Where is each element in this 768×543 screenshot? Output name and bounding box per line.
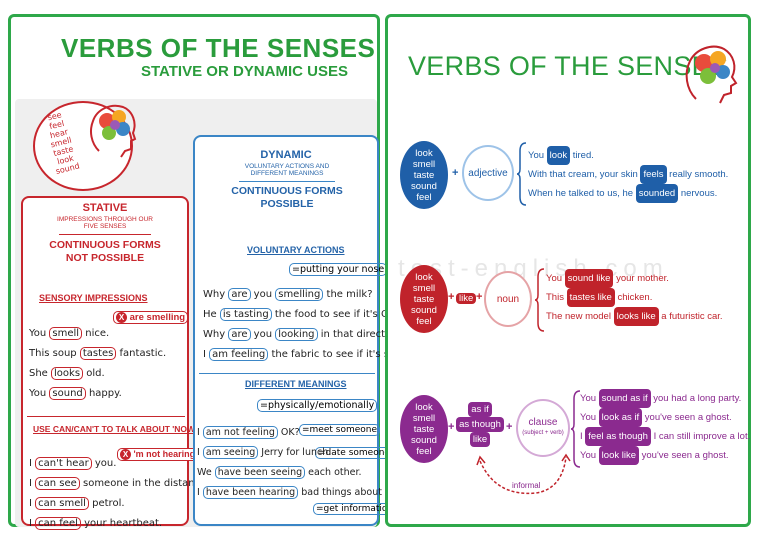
- example-line: When he talked to us, he sounded nervous…: [528, 184, 728, 203]
- dynamic-box: DYNAMIC VOLUNTARY ACTIONS AND DIFFERENT …: [193, 135, 406, 526]
- plus-sign: +: [476, 291, 483, 303]
- brain-head-icon: [685, 45, 738, 104]
- example-line: You sound happy.: [29, 387, 122, 400]
- example-line: We have been seeing each other.: [197, 466, 362, 479]
- brace-icon: [534, 268, 545, 332]
- note-putting-nose: =putting your nose: [289, 263, 388, 276]
- dynamic-sec2: DIFFERENT MEANINGS: [245, 379, 347, 389]
- clause-circle: clause (subject + verb): [516, 399, 570, 457]
- stative-examples-2: I can't hear you. I can see someone in t…: [29, 457, 210, 538]
- noun-circle: noun: [484, 271, 532, 327]
- wrong-form-2: X 'm not hearing: [117, 448, 199, 461]
- example-line: You sound as if you had a long party.: [580, 389, 750, 408]
- plus-sign: +: [448, 291, 455, 303]
- brace-icon: [516, 142, 527, 206]
- example-line: You sound like your mother.: [546, 269, 723, 288]
- informal-label: informal: [512, 481, 541, 490]
- example-line: You smell nice.: [29, 327, 110, 340]
- note-physically: =physically/emotionally: [257, 399, 378, 412]
- examples-red: You sound like your mother. This tastes …: [546, 269, 723, 326]
- example-line: I am not feeling OK?: [197, 426, 300, 439]
- stative-box: STATIVE IMPRESSIONS THROUGH OUR FIVE SEN…: [21, 196, 209, 530]
- informal-arrow-icon: [476, 453, 571, 495]
- dynamic-sec1: VOLUNTARY ACTIONS: [247, 245, 345, 255]
- adjective-circle: adjective: [462, 145, 514, 201]
- example-line: I have been hearing bad things about him…: [197, 486, 406, 499]
- stative-divider-2: [27, 416, 185, 417]
- example-line: The new model looks like a futuristic ca…: [546, 307, 723, 326]
- example-line: I can see someone in the distance.: [29, 477, 210, 490]
- example-line: I can smell petrol.: [29, 497, 125, 510]
- stative-sec2: USE CAN/CAN'T TO TALK ABOUT 'NOW': [33, 424, 198, 434]
- brain-head-icon: [90, 104, 137, 158]
- example-line: You look like you've seen a ghost.: [580, 446, 750, 465]
- plus-sign: +: [506, 421, 513, 433]
- plus-sign: +: [448, 421, 455, 433]
- example-line: You look as if you've seen a ghost.: [580, 408, 750, 427]
- dynamic-examples-2: I am not feeling OK? I am seeing Jerry f…: [197, 426, 406, 507]
- stative-title: STATIVE: [82, 202, 128, 214]
- examples-purple: You sound as if you had a long party. Yo…: [580, 389, 750, 465]
- examples-blue: You look tired. With that cream, your sk…: [528, 146, 728, 203]
- example-line: This tastes like chicken.: [546, 288, 723, 307]
- stative-rule: CONTINUOUS FORMS NOT POSSIBLE: [49, 239, 161, 264]
- example-line: With that cream, your skin feels really …: [528, 165, 728, 184]
- left-subtitle: STATIVE OR DYNAMIC USES: [141, 63, 348, 80]
- plus-sign: +: [452, 167, 459, 179]
- example-line: He is tasting the food to see if it's OK…: [203, 308, 399, 321]
- example-line: I can feel your heartbeat.: [29, 517, 163, 530]
- example-line: I can't hear you.: [29, 457, 117, 470]
- stative-sub: IMPRESSIONS THROUGH OUR FIVE SENSES: [57, 216, 153, 230]
- example-line: I feel as though I can still improve a l…: [580, 427, 750, 446]
- right-panel: VERBS OF THE SENSES test-english.com loo…: [385, 14, 751, 527]
- example-line: I am seeing Jerry for lunch.: [197, 446, 332, 459]
- wrong-form-1: X are smelling: [113, 311, 189, 324]
- note-meet-someone: =meet someone: [299, 424, 381, 436]
- like-tag: like: [456, 293, 477, 304]
- right-title: VERBS OF THE SENSES: [408, 51, 729, 81]
- stative-divider: [59, 234, 151, 235]
- stative-examples-1: You smell nice. This soup tastes fantast…: [29, 327, 167, 408]
- conjunction-stack: as if as though like: [456, 402, 504, 447]
- dynamic-rule: CONTINUOUS FORMS POSSIBLE: [231, 185, 343, 210]
- brace-icon: [570, 390, 581, 468]
- stative-sec1: SENSORY IMPRESSIONS: [39, 293, 148, 303]
- left-title: VERBS OF THE SENSES: [61, 33, 376, 63]
- example-line: You look tired.: [528, 146, 728, 165]
- dynamic-title: DYNAMIC: [260, 149, 312, 161]
- left-panel: VERBS OF THE SENSES STATIVE OR DYNAMIC U…: [8, 14, 406, 530]
- example-line: This soup tastes fantastic.: [29, 347, 167, 360]
- example-line: She looks old.: [29, 367, 105, 380]
- dynamic-divider: [239, 181, 335, 182]
- dynamic-sub: VOLUNTARY ACTIONS AND DIFFERENT MEANINGS: [244, 163, 330, 177]
- example-line: I am feeling the fabric to see if it's s…: [203, 348, 406, 361]
- dynamic-examples-1: Why are you smelling the milk? He is tas…: [203, 288, 406, 369]
- example-line: Why are you looking in that direction?: [203, 328, 406, 341]
- example-line: Why are you smelling the milk?: [203, 288, 373, 301]
- dynamic-divider-2: [199, 373, 375, 374]
